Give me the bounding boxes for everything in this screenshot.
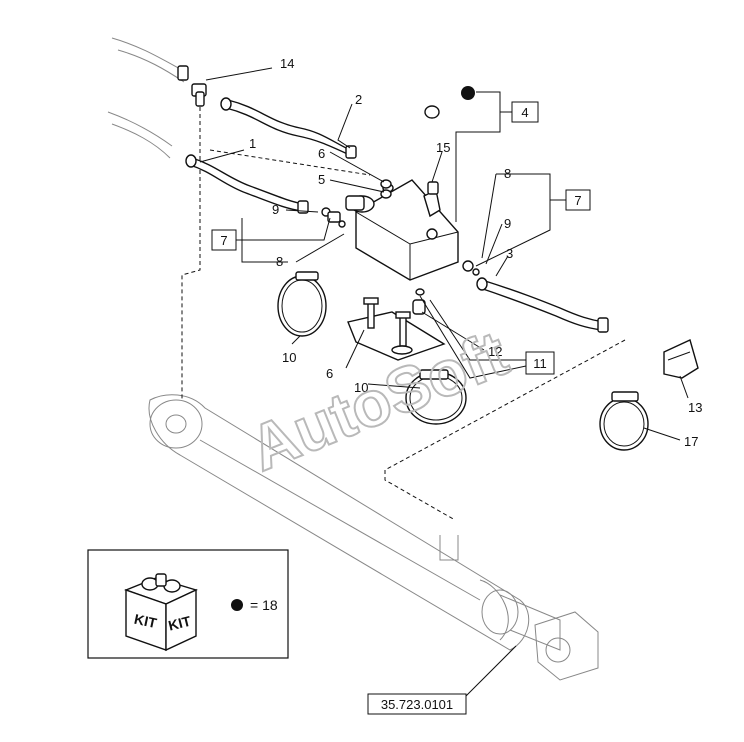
callout-3: 3 (506, 246, 513, 261)
callout-9-right: 9 (504, 216, 511, 231)
kit-legend: KIT KIT = 18 (87, 549, 289, 659)
hose-clamp-17 (599, 391, 649, 451)
callout-17: 17 (684, 434, 698, 449)
seals-and-adaptors (321, 105, 480, 315)
legend-dot-label: = 18 (250, 597, 278, 613)
callout-7-right: 7 (574, 193, 581, 208)
callout-11: 11 (533, 356, 547, 371)
callout-15: 15 (436, 140, 450, 155)
hose-3 (476, 277, 609, 333)
callout-10-left: 10 (282, 350, 296, 365)
callout-14: 14 (280, 56, 294, 71)
callout-4: 4 (521, 105, 528, 120)
valve-block (345, 179, 459, 281)
callout-9-left: 9 (272, 202, 279, 217)
callout-numbers: 14 2 1 15 6 5 8 9 9 3 8 12 10 6 10 13 17 (249, 56, 702, 449)
callout-7-left: 7 (220, 233, 227, 248)
hose-2 (220, 97, 357, 159)
assembly-centerlines (181, 100, 626, 521)
hose-1 (185, 154, 309, 214)
tee-fitting-14 (177, 65, 207, 107)
reference-code-box: 35.723.0101 (367, 693, 467, 715)
mounting-bracket (347, 297, 446, 361)
ref-box-7-right: 7 (565, 189, 591, 211)
callout-6-bottom: 6 (326, 366, 333, 381)
callout-8-left: 8 (276, 254, 283, 269)
ref-box-11: 11 (525, 351, 555, 375)
spring-clip-13 (663, 339, 699, 379)
legend-dot (231, 599, 243, 611)
ref-box-4: 4 (511, 101, 539, 123)
callout-10-right: 10 (354, 380, 368, 395)
callout-13: 13 (688, 400, 702, 415)
hose-clamp-10-right (405, 369, 467, 425)
kit-label-right: KIT (167, 613, 193, 634)
callout-5: 5 (318, 172, 325, 187)
elbow-fitting-15 (423, 181, 441, 218)
callout-2: 2 (355, 92, 362, 107)
callout-1: 1 (249, 136, 256, 151)
hydraulic-cylinder (148, 394, 599, 681)
reference-code: 35.723.0101 (381, 697, 453, 712)
hose-clamp-10-left (277, 271, 327, 337)
kit-dot-marker (461, 86, 475, 100)
kit-box-icon (124, 573, 198, 652)
callout-6-top: 6 (318, 146, 325, 161)
kit-label-left: KIT (133, 611, 159, 631)
callout-12: 12 (488, 344, 502, 359)
callout-8-right: 8 (504, 166, 511, 181)
leader-lines (199, 67, 689, 697)
ref-box-7-left: 7 (211, 229, 237, 251)
background-hoses (107, 37, 185, 159)
